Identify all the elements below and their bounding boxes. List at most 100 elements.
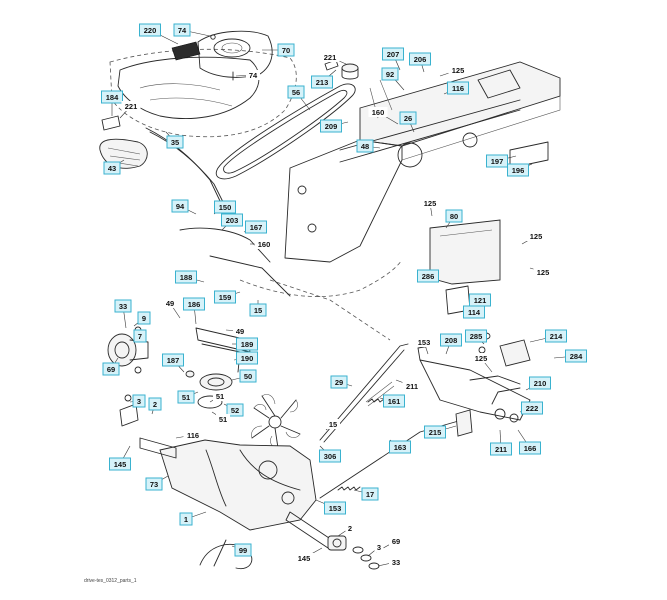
callout-box	[382, 47, 404, 61]
callout-number: 284	[570, 352, 583, 361]
callout-number: 160	[372, 108, 385, 117]
callout-bg	[533, 267, 553, 277]
callout-box	[521, 401, 543, 415]
callout-125: 125	[521, 231, 546, 245]
callout-box	[383, 394, 405, 408]
callout-box	[440, 333, 462, 347]
hub-left	[107, 326, 149, 427]
callout-bg	[254, 239, 274, 249]
callout-number: 48	[361, 142, 369, 151]
callout-number: 125	[475, 354, 488, 363]
callout-number: 125	[537, 268, 550, 277]
callout-bg	[389, 536, 403, 546]
callout-number: 7	[138, 332, 142, 341]
callout-285: 285	[465, 329, 487, 345]
callout-number: 207	[387, 50, 400, 59]
callout-number: 211	[406, 382, 418, 391]
callout-56: 56	[287, 85, 311, 111]
callout-17: 17	[353, 487, 379, 501]
callout-box	[179, 512, 193, 526]
callout-number: 159	[219, 293, 232, 302]
callout-number: 184	[106, 93, 119, 102]
callout-box	[389, 440, 411, 454]
callout-box	[101, 90, 123, 104]
callout-number: 125	[424, 199, 437, 208]
callout-161: 161	[379, 394, 405, 408]
callout-box	[214, 200, 236, 214]
callout-number: 50	[244, 372, 252, 381]
callout-number: 220	[144, 26, 157, 35]
callout-number: 49	[166, 299, 174, 308]
callout-bg	[213, 391, 227, 401]
callout-box	[236, 337, 258, 351]
callout-box	[177, 390, 195, 404]
callout-3: 3	[367, 542, 384, 557]
callout-number: 17	[366, 490, 374, 499]
callout-number: 167	[250, 223, 263, 232]
callout-213: 213	[311, 69, 337, 89]
callout-bg	[121, 101, 141, 111]
callout-number: 190	[241, 354, 254, 363]
callout-167: 167	[243, 220, 267, 234]
callout-number: 69	[392, 537, 400, 546]
callout-49: 49	[225, 326, 247, 336]
callout-number: 35	[171, 138, 179, 147]
callout-114: 114	[463, 305, 485, 319]
callout-box	[565, 349, 587, 363]
callout-box	[507, 163, 529, 177]
cooling-fan	[251, 394, 301, 449]
callout-125: 125	[420, 198, 440, 217]
callout-number: 145	[114, 460, 127, 469]
callout-number: 221	[125, 102, 138, 111]
callout-number: 3	[137, 397, 141, 406]
callout-box	[311, 75, 333, 89]
callout-number: 70	[282, 46, 290, 55]
callout-box	[236, 351, 258, 365]
callout-150: 150	[213, 200, 236, 215]
callout-221: 221	[119, 101, 141, 119]
callout-box	[245, 220, 267, 234]
callout-box	[137, 311, 151, 325]
callout-number: 51	[219, 415, 227, 424]
callout-bg	[471, 353, 491, 363]
callout-211: 211	[490, 429, 512, 456]
callout-box	[409, 52, 431, 66]
callout-190: 190	[233, 351, 258, 365]
callout-33: 33	[377, 557, 403, 567]
callout-number: 150	[219, 203, 232, 212]
callout-number: 74	[178, 26, 187, 35]
callout-number: 215	[429, 428, 442, 437]
callout-number: 69	[107, 365, 115, 374]
callout-15: 15	[325, 419, 340, 431]
callout-number: 210	[534, 379, 547, 388]
callout-box	[319, 449, 341, 463]
pulley-top	[324, 59, 359, 80]
callout-number: 197	[491, 157, 504, 166]
callout-number: 166	[524, 444, 537, 453]
callout-box	[109, 457, 131, 471]
callout-number: 92	[386, 70, 394, 79]
callout-box	[381, 67, 399, 81]
callout-bg	[216, 414, 230, 424]
callout-214: 214	[529, 329, 567, 343]
callout-number: 74	[249, 71, 258, 80]
callout-number: 153	[418, 338, 431, 347]
callout-99: 99	[231, 543, 252, 557]
callout-number: 3	[377, 543, 381, 552]
callout-number: 161	[388, 397, 401, 406]
callout-box	[103, 161, 121, 175]
callout-163: 163	[389, 439, 411, 454]
callout-92: 92	[381, 67, 405, 91]
callout-number: 125	[452, 66, 465, 75]
callout-box	[145, 477, 163, 491]
callout-box	[529, 376, 551, 390]
callout-number: 116	[452, 84, 464, 93]
callout-box	[447, 81, 469, 95]
callout-box	[399, 111, 417, 125]
callout-number: 285	[470, 332, 483, 341]
callout-box	[361, 487, 379, 501]
callout-number: 211	[495, 445, 507, 454]
callout-187: 187	[162, 353, 185, 373]
callout-125: 125	[529, 267, 553, 277]
